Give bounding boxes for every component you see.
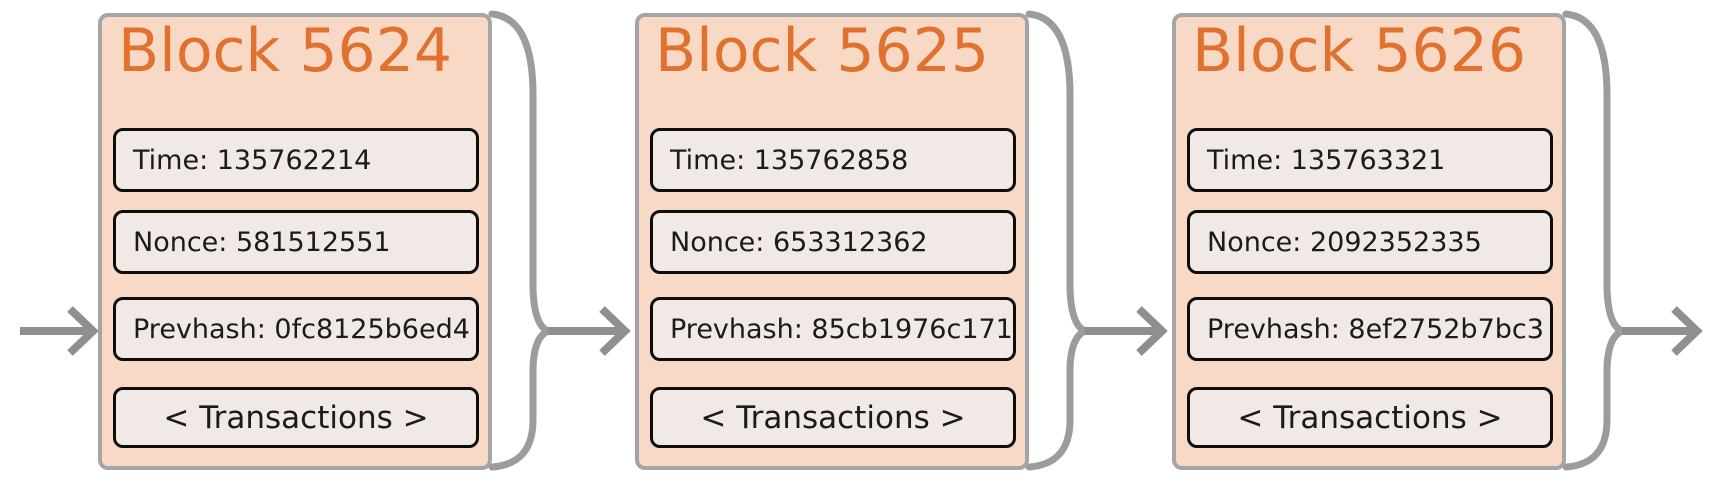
block-5625: Block 5625 Time: 135762858 Nonce: 653312… bbox=[635, 13, 1029, 470]
transactions-field: < Transactions > bbox=[1187, 387, 1553, 448]
outgoing-arrow-icon bbox=[1622, 306, 1703, 356]
block-title: Block 5624 bbox=[118, 16, 453, 86]
time-field: Time: 135762858 bbox=[650, 128, 1016, 192]
transactions-field: < Transactions > bbox=[113, 387, 479, 448]
brace-icon-block-5624 bbox=[488, 10, 557, 471]
brace-icon-block-5626 bbox=[1562, 10, 1631, 471]
nonce-field: Nonce: 2092352335 bbox=[1187, 210, 1553, 274]
prevhash-field: Prevhash: 8ef2752b7bc3 bbox=[1187, 297, 1553, 361]
arrow-icon-to-block-5625 bbox=[548, 306, 631, 356]
brace-icon-block-5625 bbox=[1025, 10, 1094, 471]
block-title: Block 5626 bbox=[1192, 16, 1527, 86]
time-field: Time: 135762214 bbox=[113, 128, 479, 192]
block-title: Block 5625 bbox=[655, 16, 990, 86]
block-5624: Block 5624 Time: 135762214 Nonce: 581512… bbox=[98, 13, 492, 470]
block-5626: Block 5626 Time: 135763321 Nonce: 209235… bbox=[1172, 13, 1566, 470]
nonce-field: Nonce: 653312362 bbox=[650, 210, 1016, 274]
incoming-arrow-icon bbox=[20, 306, 99, 356]
time-field: Time: 135763321 bbox=[1187, 128, 1553, 192]
prevhash-field: Prevhash: 85cb1976c171 bbox=[650, 297, 1016, 361]
nonce-field: Nonce: 581512551 bbox=[113, 210, 479, 274]
prevhash-field: Prevhash: 0fc8125b6ed4 bbox=[113, 297, 479, 361]
arrow-icon-to-block-5626 bbox=[1085, 306, 1168, 356]
transactions-field: < Transactions > bbox=[650, 387, 1016, 448]
